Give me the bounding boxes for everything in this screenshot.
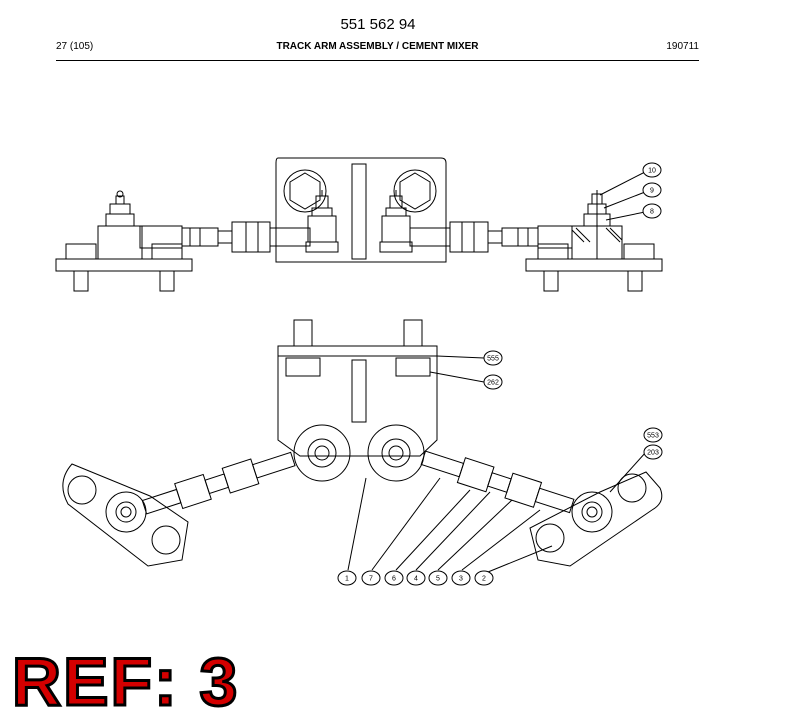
callout-262: 262 [483,374,503,390]
callout-10: 10 [642,162,662,178]
joint-center-right-pin [388,445,404,461]
svg-text:553: 553 [647,433,659,440]
center-slot-bottom [351,359,367,423]
end-plate-top-right [525,190,663,292]
svg-text:10: 10 [648,168,656,175]
page-title: TRACK ARM ASSEMBLY / CEMENT MIXER [276,41,479,52]
hex-nut-arm-right-top [617,473,647,503]
callout-6: 6 [384,570,404,586]
callout-8: 8 [642,203,662,219]
joint-arm-right [571,491,613,533]
ref-label: REF: 3 [10,644,240,720]
svg-text:2: 2 [482,576,486,583]
page-number: 27 (105) [56,41,94,52]
svg-text:3: 3 [459,576,463,583]
joint-arm-right-pin [586,506,598,518]
svg-text:8: 8 [650,209,654,216]
stud-left [293,319,313,347]
joint-center-right [367,424,425,482]
svg-text:1: 1 [345,576,349,583]
svg-text:4: 4 [414,576,418,583]
arm-plate-left [62,463,189,567]
nut-right [395,357,431,377]
svg-text:5: 5 [436,576,440,583]
center-slot-top [351,163,367,260]
callout-2: 2 [474,570,494,586]
tie-rod-bottom-left [141,451,296,515]
leader-262 [429,371,485,383]
document-date: 190711 [666,41,699,52]
hex-nut-arm-right-bottom [535,523,565,553]
leader-2 [487,545,553,573]
svg-text:9: 9 [650,188,654,195]
bracket-plate-top [275,157,447,263]
callout-bubbles: 10 9 8 555 262 553 203 1 7 6 4 5 3 2 [337,162,663,586]
leader-3 [461,509,541,571]
callout-5: 5 [428,570,448,586]
header-divider [56,60,699,61]
joint-arm-left [105,491,147,533]
arm-plate-right [529,471,663,567]
callout-555: 555 [483,350,503,366]
joint-center-right-inner [381,438,411,468]
callout-203: 203 [643,444,663,460]
svg-text:262: 262 [487,380,499,387]
joint-arm-right-inner [581,501,603,523]
leader-4 [415,491,491,571]
svg-text:6: 6 [392,576,396,583]
leader-6 [395,489,471,571]
joint-center-left-pin [314,445,330,461]
leader-555 [436,355,485,359]
svg-text:7: 7 [369,576,373,583]
leader-9 [603,191,646,209]
ball-joint-center-left [305,190,339,253]
leader-1 [347,477,367,571]
leader-203 [609,451,647,493]
bottom-view [62,319,663,573]
hex-outline-left [289,172,321,210]
callout-3: 3 [451,570,471,586]
hex-bolt-right-top [393,169,437,213]
joint-arm-left-pin [120,506,132,518]
hex-nut-arm-left-top [67,475,97,505]
nut-left [285,357,321,377]
tie-rod-top-left [139,221,311,253]
callout-553: 553 [643,427,663,443]
callout-9: 9 [642,182,662,198]
leader-10 [599,171,646,196]
bracket-plate-bottom [277,345,438,457]
leader-5 [437,499,513,571]
leader-8 [605,211,646,221]
header-row: 27 (105) TRACK ARM ASSEMBLY / CEMENT MIX… [56,41,699,55]
tie-rod-bottom-right [420,450,575,514]
callout-7: 7 [361,570,381,586]
hex-nut-arm-left-bottom [151,525,181,555]
joint-arm-left-inner [115,501,137,523]
document-number: 551 562 94 [340,16,416,33]
hex-bolt-left-top [283,169,327,213]
joint-center-left [293,424,351,482]
hex-outline-right [399,172,431,210]
svg-text:203: 203 [647,450,659,457]
top-view [55,157,663,292]
leader-7 [371,477,441,571]
callout-1: 1 [337,570,357,586]
end-plate-top-left [55,190,193,292]
tie-rod-top-right [409,221,573,253]
joint-center-left-inner [307,438,337,468]
svg-text:555: 555 [487,356,499,363]
callout-4: 4 [406,570,426,586]
stud-right [403,319,423,347]
